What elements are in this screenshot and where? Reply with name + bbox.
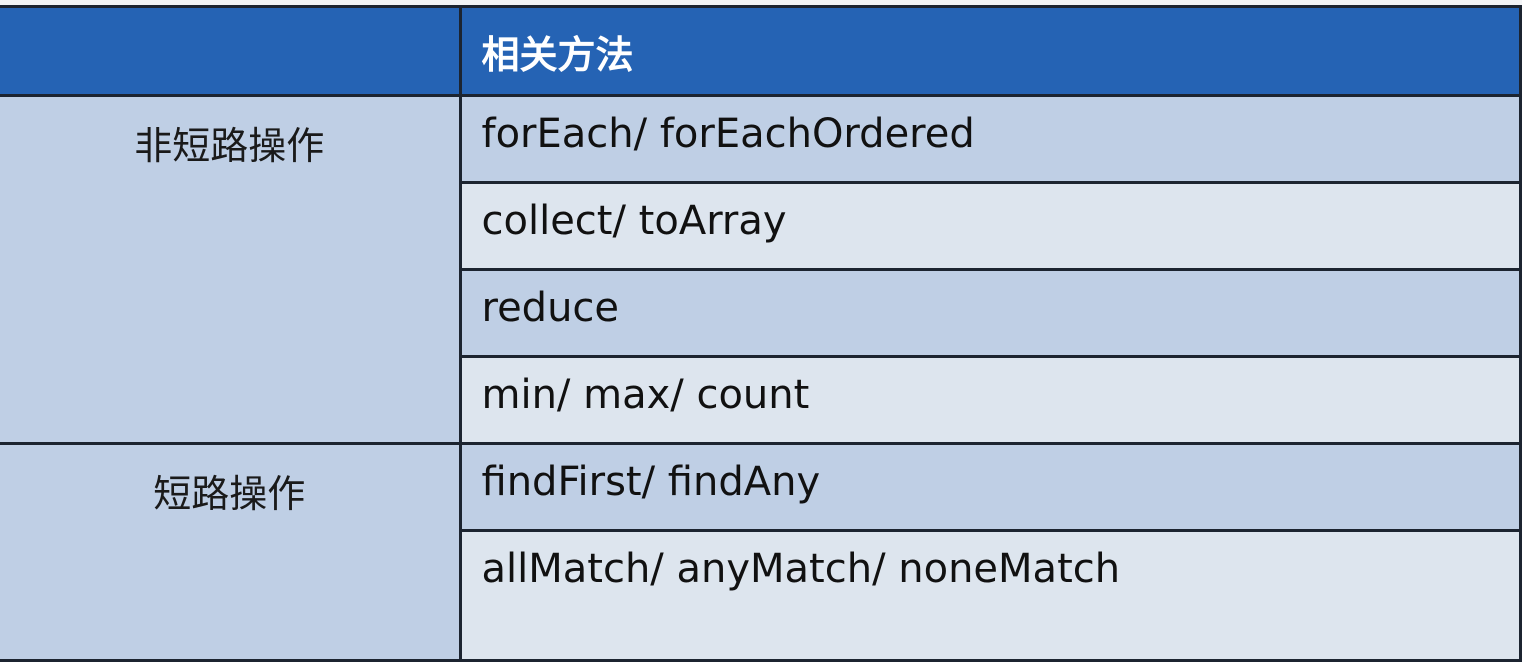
method-cell: collect/ toArray (458, 181, 1522, 271)
method-cell: forEach/ forEachOrdered (458, 94, 1522, 184)
category-cell-short-circuit: 短路操作 (0, 442, 462, 662)
table-row: collect/ toArray (0, 181, 1522, 271)
header-cell-methods: 相关方法 (458, 5, 1522, 97)
method-cell: reduce (458, 268, 1522, 358)
method-cell: min/ max/ count (458, 355, 1522, 445)
table-header-row: 相关方法 (0, 5, 1522, 97)
header-cell-category (0, 5, 462, 97)
method-cell: findFirst/ findAny (458, 442, 1522, 532)
terminal-operations-table: 相关方法 非短路操作 forEach/ forEachOrdered colle… (0, 5, 1522, 662)
method-cell: allMatch/ anyMatch/ noneMatch (458, 529, 1522, 662)
category-cell-non-short-circuit: 非短路操作 (0, 94, 462, 445)
table-row: 短路操作 findFirst/ findAny (0, 442, 1522, 662)
table-row: min/ max/ count (0, 355, 1522, 445)
table-row: reduce (0, 268, 1522, 358)
terminal-operations-table-container: 相关方法 非短路操作 forEach/ forEachOrdered colle… (0, 5, 1522, 662)
table-row: 非短路操作 forEach/ forEachOrdered (0, 94, 1522, 445)
table-row: allMatch/ anyMatch/ noneMatch (0, 529, 1522, 662)
